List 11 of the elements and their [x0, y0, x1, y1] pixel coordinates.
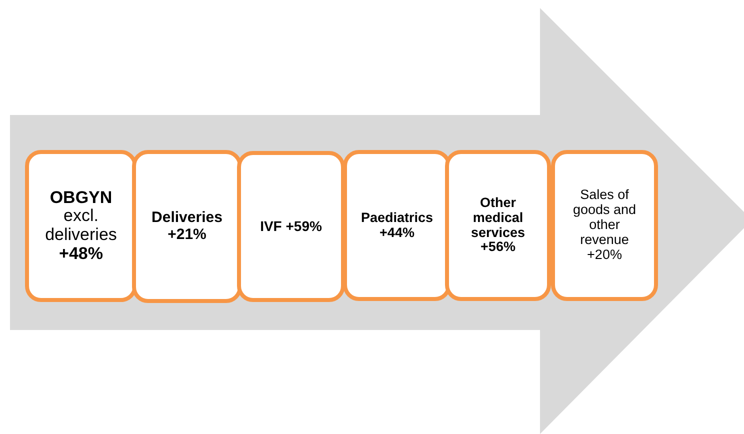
category-card: [25, 150, 137, 302]
category-label: Paediatrics +44%: [360, 210, 434, 240]
category-card: [132, 150, 242, 303]
category-label: OBGYN excl. deliveries +48%: [44, 188, 118, 264]
category-card: [445, 150, 551, 301]
category-card: [237, 151, 345, 302]
category-label: Deliveries +21%: [150, 210, 224, 243]
category-card: [551, 150, 658, 301]
category-label: IVF +59%: [260, 218, 322, 234]
category-label: Sales of goods and other revenue +20%: [572, 188, 638, 263]
category-label: Other medical services +56%: [470, 196, 526, 256]
